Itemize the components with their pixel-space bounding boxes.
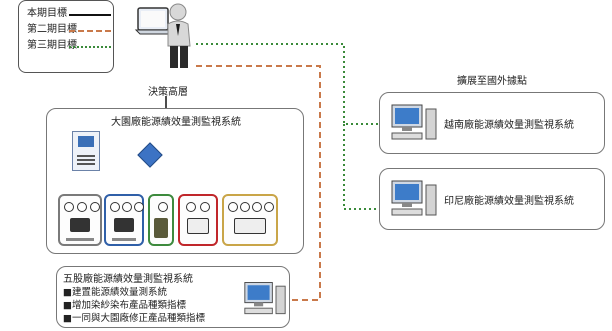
computer-icon (391, 180, 437, 216)
indonesia-site-label: 印尼廠能源績效量測監視系統 (444, 196, 574, 207)
main-system-title: 大園廠能源績效量測監視系統 (111, 117, 241, 128)
wugu-site-panel: 五股廠能源績效量測監視系統 ■建置能源績效量測系統 ■增加染紗染布產品種類指標 … (56, 266, 290, 328)
legend-line-solid (69, 14, 111, 16)
wugu-site-items: ■建置能源績效量測系統 ■增加染紗染布產品種類指標 ■一同與大園廠修正產品種類指… (63, 286, 205, 325)
equipment-group-3 (148, 194, 174, 246)
legend-line-dotted (69, 46, 111, 48)
legend-label-phase1: 本期目標 (27, 8, 67, 19)
vietnam-site-label: 越南廠能源績效量測監視系統 (444, 120, 574, 131)
legend-label-phase2: 第二期目標 (27, 24, 77, 35)
server-icon (72, 131, 100, 171)
legend: 本期目標 第二期目標 第三期目標 (18, 0, 114, 73)
list-item: ■建置能源績效量測系統 (63, 287, 167, 298)
legend-row-phase2: 第二期目標 (27, 22, 113, 38)
phase3-link-indonesia (343, 124, 379, 210)
vietnam-site-panel: 越南廠能源績效量測監視系統 (379, 92, 605, 154)
equipment-group-5 (222, 194, 278, 246)
equipment-group-4 (178, 194, 218, 246)
list-item: ■一同與大園廠修正產品種類指標 (63, 313, 205, 324)
wugu-site-title: 五股廠能源績效量測監視系統 (63, 274, 193, 285)
list-item: ■增加染紗染布產品種類指標 (63, 300, 186, 311)
legend-row-phase1: 本期目標 (27, 6, 113, 22)
legend-row-phase3: 第三期目標 (27, 38, 113, 54)
equipment-group-1 (58, 194, 102, 246)
expansion-label: 擴展至國外據點 (457, 76, 527, 87)
person-with-laptop-icon (134, 3, 191, 68)
computer-icon (244, 282, 286, 315)
decision-maker-label: 決策高層 (148, 87, 188, 98)
legend-line-dashed (69, 30, 111, 32)
computer-icon (391, 104, 437, 140)
legend-label-phase3: 第三期目標 (27, 40, 77, 51)
indonesia-site-panel: 印尼廠能源績效量測監視系統 (379, 168, 605, 230)
equipment-group-2 (104, 194, 144, 246)
